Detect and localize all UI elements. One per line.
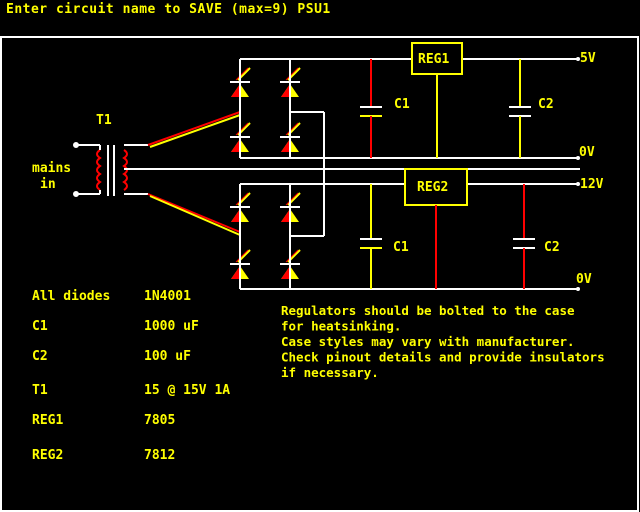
label-c1-bottom: C1 [393, 240, 409, 255]
parts-row: All diodes 1N4001 [32, 289, 191, 304]
label-out-12v: 12V [580, 177, 604, 192]
label-c1-top: C1 [394, 97, 410, 112]
part-value: 1N4001 [144, 289, 191, 304]
notes-block: Regulators should be bolted to the casef… [281, 303, 605, 380]
part-value: 15 @ 15V 1A [144, 383, 230, 398]
panel-border [0, 36, 639, 512]
parts-row: REG2 7812 [32, 448, 175, 463]
capacitor-c1-top [360, 59, 382, 158]
label-out-5v: 5V [580, 51, 596, 66]
label-transformer: T1 [96, 113, 112, 128]
part-name: REG1 [32, 413, 63, 428]
part-name: C1 [32, 319, 48, 334]
label-c2-bottom: C2 [544, 240, 560, 255]
part-name: REG2 [32, 448, 63, 463]
label-c2-top: C2 [538, 97, 554, 112]
bridge-feed-wires [147, 111, 580, 236]
part-value: 7805 [144, 413, 175, 428]
part-value: 7812 [144, 448, 175, 463]
parts-row: T1 15 @ 15V 1A [32, 383, 230, 398]
note-line: Case styles may vary with manufacturer. [281, 334, 575, 349]
parts-row: C2 100 uF [32, 349, 191, 364]
label-out-0v-bottom: 0V [576, 272, 592, 287]
label-reg1: REG1 [418, 52, 449, 67]
label-in: in [40, 177, 56, 192]
label-reg2: REG2 [417, 180, 448, 195]
output-terminals [576, 57, 580, 291]
parts-row: REG1 7805 [32, 413, 175, 428]
transformer-t1 [96, 144, 148, 196]
capacitor-c2-top [509, 59, 531, 158]
note-line: for heatsinking. [281, 319, 401, 334]
part-value: 1000 uF [144, 319, 199, 334]
mains-input [73, 142, 100, 197]
label-mains: mains [32, 161, 71, 176]
note-line: Regulators should be bolted to the case [281, 303, 575, 318]
note-line: Check pinout details and provide insulat… [281, 350, 605, 365]
part-name: C2 [32, 349, 48, 364]
supply-rails [239, 58, 578, 290]
note-line: if necessary. [281, 365, 379, 380]
capacitor-c1-bottom [360, 184, 382, 289]
part-name: T1 [32, 383, 48, 398]
label-out-0v-top: 0V [579, 145, 595, 160]
capacitor-c2-bottom [513, 184, 535, 289]
parts-row: C1 1000 uF [32, 319, 199, 334]
save-prompt[interactable]: Enter circuit name to SAVE (max=9) PSU1 [6, 2, 331, 17]
part-value: 100 uF [144, 349, 191, 364]
part-name: All diodes [32, 289, 110, 304]
